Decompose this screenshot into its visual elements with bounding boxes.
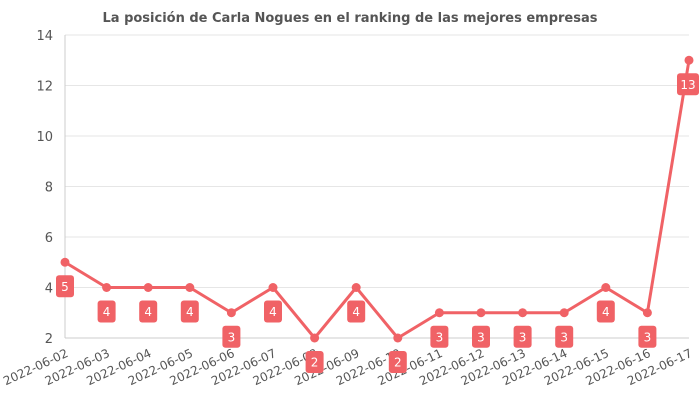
data-label: 4 [139, 300, 158, 323]
y-axis-ticks: 2 4 6 8 10 12 14 [36, 29, 53, 347]
data-label: 4 [97, 300, 116, 323]
y-tick-label: 12 [36, 80, 53, 95]
data-label-text: 3 [644, 330, 652, 344]
data-point [351, 283, 361, 292]
data-label-box [472, 325, 490, 348]
chart-title: La posición de Carla Nogues en el rankin… [102, 11, 597, 26]
data-label-text: 4 [269, 305, 277, 319]
data-label-text: 3 [228, 330, 236, 344]
x-axis-ticks: 2022-06-022022-06-032022-06-042022-06-05… [1, 346, 694, 388]
data-label-text: 4 [186, 305, 194, 319]
data-label-text: 4 [352, 305, 360, 319]
data-label-text: 2 [311, 356, 319, 370]
data-point [226, 308, 236, 318]
data-label-box [305, 351, 324, 373]
data-label: 2 [305, 351, 324, 373]
data-label-text: 3 [519, 330, 527, 344]
data-label-box [180, 300, 199, 323]
data-label-box [388, 351, 407, 373]
data-label-box [222, 325, 241, 348]
series-line-layer [64, 60, 691, 340]
data-label-box [264, 300, 282, 323]
data-label: 3 [638, 325, 657, 348]
data-label-text: 3 [477, 330, 485, 344]
data-label: 4 [596, 300, 615, 323]
data-label: 4 [347, 300, 366, 323]
data-point [518, 308, 528, 318]
data-point [434, 308, 444, 318]
data-point [559, 308, 569, 318]
data-label-box [97, 300, 116, 323]
data-label: 3 [513, 325, 532, 348]
data-point [310, 333, 320, 343]
data-points [60, 55, 694, 343]
data-label: 3 [472, 325, 490, 348]
data-point [393, 333, 403, 343]
data-label-text: 4 [144, 305, 152, 319]
data-label: 4 [264, 300, 282, 323]
data-label-box [139, 300, 158, 323]
data-label-text: 3 [436, 330, 444, 344]
data-label: 3 [555, 325, 574, 348]
data-label: 5 [56, 275, 74, 298]
data-label-box [638, 325, 657, 348]
data-point [185, 283, 195, 292]
data-label-box [513, 325, 532, 348]
data-label-box [347, 300, 366, 323]
data-label: 13 [677, 73, 699, 96]
data-label-box [430, 325, 449, 348]
data-label-text: 4 [103, 305, 111, 319]
data-label: 3 [430, 325, 449, 348]
data-label-box [596, 300, 615, 323]
data-point [601, 283, 611, 292]
data-label-box [677, 73, 699, 96]
data-point [684, 55, 694, 65]
y-tick-label: 4 [45, 282, 53, 297]
data-label-text: 3 [560, 330, 568, 344]
data-point [268, 283, 278, 292]
data-labels: 5 4 4 4 3 4 2 4 2 3 3 3 3 4 3 13 [56, 73, 699, 373]
y-tick-label: 6 [45, 231, 53, 246]
data-label: 2 [388, 351, 407, 373]
data-label-box [555, 325, 574, 348]
data-label-text: 5 [61, 280, 69, 294]
series-line [64, 60, 691, 340]
data-point [60, 257, 70, 267]
data-label: 3 [222, 325, 241, 348]
data-point [476, 308, 486, 318]
data-label: 4 [180, 300, 199, 323]
data-point [102, 283, 112, 292]
data-label-text: 2 [394, 356, 402, 370]
data-label-box [56, 275, 74, 298]
y-tick-label: 2 [45, 332, 53, 347]
data-point [143, 283, 153, 292]
y-tick-label: 14 [36, 29, 53, 44]
y-tick-label: 8 [45, 181, 53, 196]
data-label-text: 13 [680, 78, 695, 92]
y-tick-label: 10 [36, 130, 53, 145]
data-point [642, 308, 652, 318]
data-label-text: 4 [602, 305, 610, 319]
